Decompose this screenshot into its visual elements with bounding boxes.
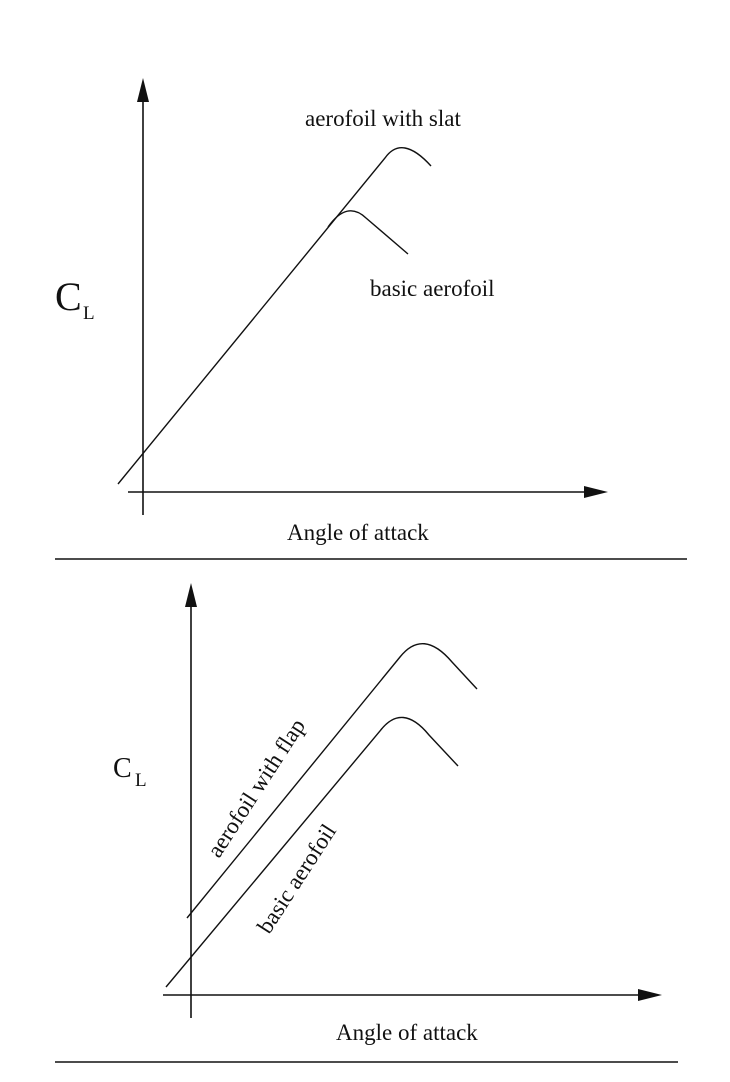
top-curve-aerofoil-with-slat xyxy=(117,147,432,485)
svg-text:C: C xyxy=(55,274,82,319)
svg-text:L: L xyxy=(135,770,147,791)
top-x-axis-label: Angle of attack xyxy=(287,520,429,545)
top-curve-label-slat: aerofoil with slat xyxy=(305,106,461,131)
bottom-y-axis-arrow-icon xyxy=(185,583,197,607)
svg-text:L: L xyxy=(83,303,95,324)
bottom-x-axis-arrow-icon xyxy=(638,989,662,1001)
svg-text:C: C xyxy=(113,753,132,784)
bottom-curve-basic-aerofoil xyxy=(165,716,459,988)
top-curve-label-basic: basic aerofoil xyxy=(370,276,495,301)
bottom-panel: aerofoil with flap basic aerofoil C L An… xyxy=(113,583,662,1045)
top-panel: aerofoil with slat basic aerofoil C L An… xyxy=(55,78,608,545)
bottom-curve-aerofoil-with-flap xyxy=(186,642,478,919)
bottom-curve-label-basic: basic aerofoil xyxy=(252,820,341,938)
top-y-axis-arrow-icon xyxy=(137,78,149,102)
bottom-x-axis-label: Angle of attack xyxy=(336,1020,478,1045)
top-y-axis-label: C L xyxy=(55,274,95,324)
bottom-y-axis-label: C L xyxy=(113,753,147,791)
top-curve-basic-aerofoil xyxy=(327,210,409,255)
top-x-axis-arrow-icon xyxy=(584,486,608,498)
